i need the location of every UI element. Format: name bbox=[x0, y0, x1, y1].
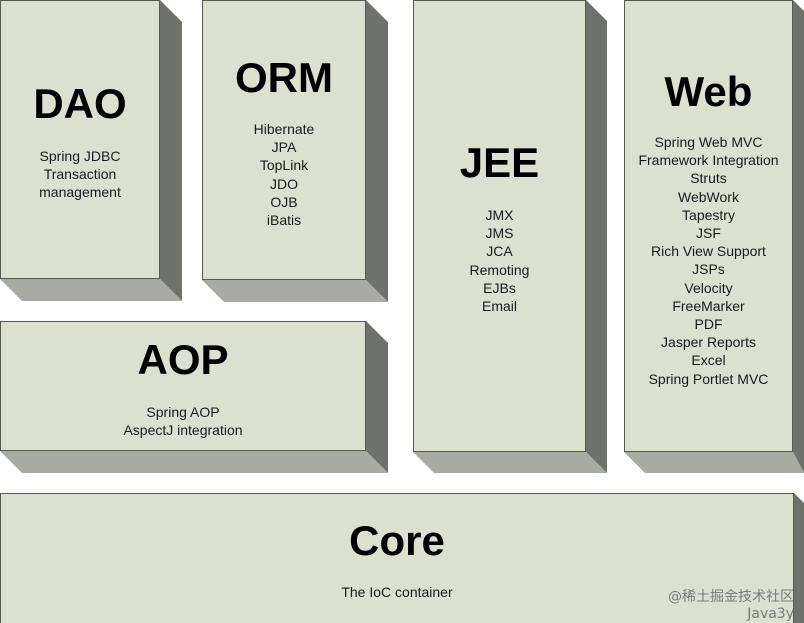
module-dao-item: Spring JDBC bbox=[39, 148, 121, 164]
watermark-line2: Java3y bbox=[747, 606, 794, 622]
module-aop-title: AOP bbox=[137, 336, 229, 383]
module-web-item: JSF bbox=[696, 225, 721, 242]
module-web-item: Spring Portlet MVC bbox=[648, 370, 769, 387]
module-jee-item: Remoting bbox=[469, 261, 530, 278]
module-dao-side bbox=[160, 0, 182, 301]
module-orm-item: TopLink bbox=[259, 157, 309, 174]
module-core: Core The IoC container bbox=[0, 493, 804, 623]
module-core-title: Core bbox=[349, 517, 445, 564]
module-web-item: Tapestry bbox=[682, 206, 735, 223]
module-web-side bbox=[793, 0, 804, 473]
module-orm-item: iBatis bbox=[266, 212, 302, 229]
module-aop-side bbox=[366, 321, 388, 473]
module-jee: JEE JMX JMS JCA Remoting EJBs Email bbox=[413, 0, 607, 473]
module-web-item: Velocity bbox=[684, 279, 733, 296]
module-orm-item: JPA bbox=[271, 139, 297, 156]
module-web-item: JSPs bbox=[692, 261, 725, 278]
module-orm-item: JDO bbox=[270, 175, 298, 192]
module-dao-title: DAO bbox=[33, 80, 127, 127]
module-web-item: WebWork bbox=[678, 188, 739, 205]
module-aop-items: Spring AOP AspectJ integration bbox=[1, 403, 365, 439]
module-web: Web Spring Web MVC Framework Integration… bbox=[624, 0, 804, 473]
module-core-face: Core The IoC container bbox=[0, 493, 794, 623]
watermark: @稀土掘金技术社区 Java3y bbox=[668, 586, 794, 622]
module-web-face: Web Spring Web MVC Framework Integration… bbox=[624, 0, 793, 452]
module-web-item: Struts bbox=[690, 170, 727, 187]
module-web-item: FreeMarker bbox=[672, 297, 745, 314]
module-dao-bottom bbox=[0, 279, 182, 301]
module-orm-face: ORM Hibernate JPA TopLink JDO OJB iBatis bbox=[202, 0, 366, 280]
module-orm: ORM Hibernate JPA TopLink JDO OJB iBatis bbox=[202, 0, 388, 302]
module-aop: AOP Spring AOP AspectJ integration bbox=[0, 321, 388, 473]
module-dao-item: Transaction bbox=[43, 166, 117, 183]
module-web-bottom bbox=[624, 452, 804, 473]
module-dao-face: DAO Spring JDBC Transaction management bbox=[0, 0, 160, 279]
module-core-item: The IoC container bbox=[341, 584, 453, 600]
module-web-item: Excel bbox=[691, 352, 726, 369]
module-web-title: Web bbox=[664, 68, 753, 115]
module-aop-item: Spring AOP bbox=[146, 404, 220, 420]
module-jee-item: JMX bbox=[485, 207, 514, 223]
module-jee-items: JMX JMS JCA Remoting EJBs Email bbox=[414, 206, 585, 315]
module-aop-item: AspectJ integration bbox=[123, 422, 243, 439]
module-aop-bottom bbox=[0, 451, 388, 473]
module-jee-item: JMS bbox=[485, 225, 514, 242]
module-jee-item: EJBs bbox=[483, 279, 516, 296]
module-orm-side bbox=[366, 0, 388, 302]
module-web-item: Spring Web MVC bbox=[654, 134, 763, 150]
module-orm-item: Hibernate bbox=[253, 121, 315, 137]
module-web-item: Framework Integration bbox=[638, 152, 779, 169]
module-jee-bottom bbox=[413, 452, 607, 473]
module-dao: DAO Spring JDBC Transaction management bbox=[0, 0, 182, 301]
module-core-items: The IoC container bbox=[1, 583, 793, 601]
module-jee-face: JEE JMX JMS JCA Remoting EJBs Email bbox=[413, 0, 586, 452]
module-jee-side bbox=[586, 0, 607, 473]
module-orm-items: Hibernate JPA TopLink JDO OJB iBatis bbox=[203, 120, 365, 229]
module-web-item: PDF bbox=[694, 316, 723, 333]
module-jee-item: JCA bbox=[486, 243, 513, 260]
module-jee-item: Email bbox=[481, 298, 517, 315]
module-web-item: Rich View Support bbox=[651, 243, 766, 260]
module-orm-bottom bbox=[202, 280, 388, 302]
module-core-side bbox=[794, 493, 804, 623]
watermark-line1: @稀土掘金技术社区 bbox=[668, 589, 794, 605]
module-dao-item: management bbox=[39, 184, 121, 201]
module-jee-title: JEE bbox=[459, 139, 540, 186]
module-orm-item: OJB bbox=[270, 193, 298, 210]
module-web-item: Jasper Reports bbox=[661, 334, 756, 351]
module-orm-title: ORM bbox=[235, 54, 333, 101]
module-aop-face: AOP Spring AOP AspectJ integration bbox=[0, 321, 366, 451]
module-web-items: Spring Web MVC Framework Integration Str… bbox=[625, 133, 792, 388]
module-dao-items: Spring JDBC Transaction management bbox=[1, 147, 159, 202]
